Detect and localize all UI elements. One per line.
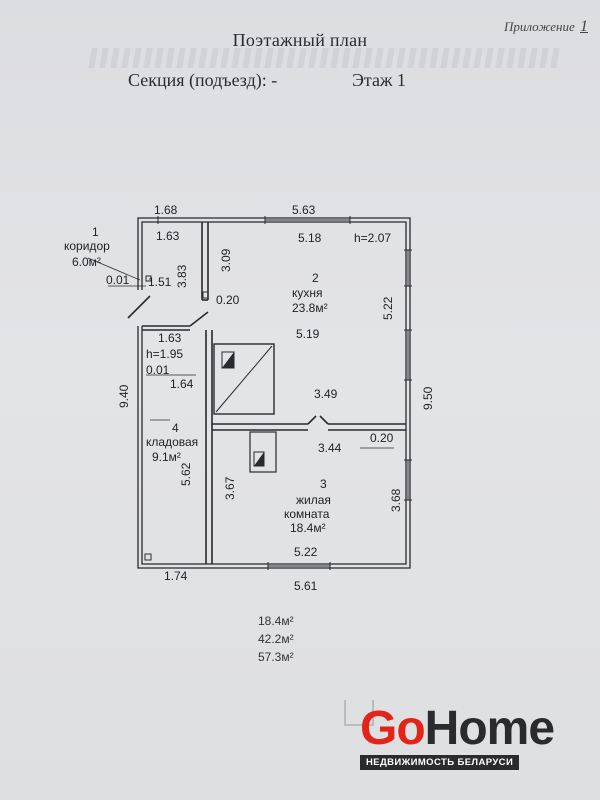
room-2-area: 23.8м² [292, 301, 328, 315]
page-title: Поэтажный план [232, 30, 368, 50]
room-2-number: 2 [312, 271, 319, 285]
appendix-label: Приложение [503, 19, 575, 34]
logo-go: Go [360, 702, 426, 755]
dim-right-total: 9.50 [421, 386, 435, 410]
dim-corridor-width: 1.51 [148, 275, 172, 289]
room-1-area: 6.0м² [72, 255, 101, 269]
dim-top-left-inner: 1.63 [156, 229, 180, 243]
total-line-1: 18.4м² [258, 614, 294, 628]
dim-bottom-outer: 5.61 [294, 579, 318, 593]
room-labels: 1 коридор 6.0м² 2 кухня 23.8м² 3 жилая к… [64, 225, 331, 535]
dim-kitchen-bottom: 3.49 [314, 387, 338, 401]
dim-corridor-wall: 0.01 [106, 273, 130, 287]
dim-kitchen-right-vertical: 5.22 [381, 296, 395, 320]
room-4-name: кладовая [146, 435, 198, 449]
dim-room3-right-vertical: 3.68 [389, 488, 403, 512]
appendix-number: 1 [580, 18, 588, 35]
logo-wordmark: GoHome [360, 705, 560, 753]
room-3-name-line2: комната [284, 507, 330, 521]
section-label: Секция (подъезд): - [128, 70, 278, 90]
walls [87, 216, 412, 570]
appendix-note: Приложение 1 [504, 18, 588, 36]
dim-room3-top: 3.44 [318, 441, 342, 455]
room-1-number: 1 [92, 225, 99, 239]
room-3-name-line1: жилая [296, 493, 331, 507]
logo-tagline: НЕДВИЖИМОСТЬ БЕЛАРУСИ [360, 755, 520, 770]
room-1-name: коридор [64, 239, 110, 253]
dim-kitchen-mid: 5.19 [296, 327, 320, 341]
dim-bottom-left: 1.74 [164, 569, 188, 583]
dim-top-left-outer: 1.68 [154, 203, 178, 217]
gohome-logo: GoHome НЕДВИЖИМОСТЬ БЕЛАРУСИ [360, 705, 560, 770]
dim-room3-wall: 0.20 [370, 431, 394, 445]
room-4-area: 9.1м² [152, 450, 181, 464]
dim-left-total: 9.40 [117, 384, 131, 408]
dim-height-main: h=2.07 [354, 231, 391, 245]
dim-top-right-inner: 5.18 [298, 231, 322, 245]
dim-kitchen-left-wall: 0.20 [216, 293, 240, 307]
dim-bottom-inner: 5.22 [294, 545, 318, 559]
dim-kitchen-left-vertical: 3.09 [219, 248, 233, 272]
room-3-area: 18.4м² [290, 521, 326, 535]
room-4-number: 4 [172, 421, 179, 435]
dim-storage-mid: 1.64 [170, 377, 194, 391]
total-line-2: 42.2м² [258, 632, 294, 646]
dim-room3-left-vertical: 3.67 [223, 476, 237, 500]
logo-watermark-icon [344, 700, 374, 726]
logo-home: Home [424, 702, 555, 755]
dim-top-right-outer: 5.63 [292, 203, 316, 217]
dim-storage-wall: 0.01 [146, 363, 170, 377]
dimension-labels: 1.68 1.63 5.63 5.18 h=2.07 0.01 1.51 3.8… [106, 203, 435, 593]
room-3-number: 3 [320, 477, 327, 491]
dim-corridor-vertical: 3.83 [175, 264, 189, 288]
total-line-3: 57.3м² [258, 650, 294, 664]
dim-storage-top: 1.63 [158, 331, 182, 345]
floor-label: Этаж 1 [352, 70, 406, 90]
room-2-name: кухня [292, 286, 323, 300]
dim-storage-vertical: 5.62 [179, 462, 193, 486]
dim-height-storage: h=1.95 [146, 347, 183, 361]
area-totals: 18.4м² 42.2м² 57.3м² [258, 612, 294, 666]
